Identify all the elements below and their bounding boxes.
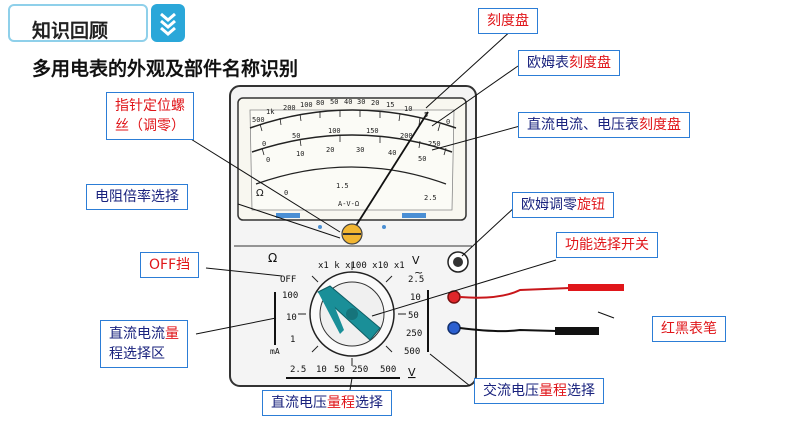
page-subtitle: 多用电表的外观及部件名称识别 [32,58,299,80]
range-10: 10 [286,313,297,323]
label-ac-voltage-text-b: 量程 [539,383,567,399]
bottom-range-50: 50 [334,365,345,375]
label-dc-voltage-text-a: 直流电压 [271,395,327,411]
bottom-scale-0: 0 [284,189,288,197]
label-dc-current-line2: 程选择区 [109,346,165,362]
bottom-v-label: V [408,366,416,379]
label-ohm-scale-text-a: 欧姆表 [527,55,569,71]
ohm-scale-1k: 1k [266,108,275,116]
bottom-scale-1-5: 1.5 [336,182,349,190]
unit-text: A-V-Ω [338,200,359,208]
ohm-scale-10: 10 [404,105,412,113]
label-dc-voltage-text-c: 选择 [355,395,383,411]
label-resistance-range-text: 电阻倍率选择 [95,189,179,205]
mid-scale-150: 150 [366,127,379,135]
bottom-scale-2-5: 2.5 [424,194,437,202]
double-chevron-down-icon[interactable] [151,4,185,42]
mid-scale-100: 100 [328,127,341,135]
mid-scale-50: 50 [292,132,300,140]
ohm-scale-30: 30 [357,98,365,106]
bottom-range-250: 250 [352,365,368,375]
label-dc-voltage-text-b: 量程 [327,395,355,411]
ohm-scale-0: 0 [446,118,450,126]
header-box: 知识回顾 [8,4,148,42]
label-dc-scale: 直流电流、电压表刻度盘 [518,112,690,138]
range-50v: 50 [408,311,419,321]
label-dc-scale-text-b: 刻度盘 [639,117,681,133]
header-title: 知识回顾 [32,20,109,42]
mid-scale-200: 200 [400,132,413,140]
display-omega-symbol: Ω [256,188,264,199]
mid-scale-0: 0 [262,140,266,148]
label-ohm-zero-text-b: 旋钮 [577,197,605,213]
black-probe [555,327,599,335]
black-jack[interactable] [447,321,461,335]
label-pointer-adjust-line1: 指针定位螺 [115,98,185,114]
range-500v: 500 [404,347,420,357]
label-ohm-zero: 欧姆调零旋钮 [512,192,614,218]
mid-scale-250: 250 [428,140,441,148]
inner-scale-50: 50 [418,155,426,163]
inner-scale-20: 20 [326,146,334,154]
ohm-scale-15: 15 [386,101,394,109]
bottom-range-10: 10 [316,365,327,375]
label-ohm-scale-text-b: 刻度盘 [569,55,611,71]
inner-scale-10: 10 [296,150,304,158]
ohm-scale-500: 500 [252,116,265,124]
inner-scale-30: 30 [356,146,364,154]
label-function-switch-text: 功能选择开关 [565,237,649,253]
ohm-scale-80: 80 [316,99,324,107]
panel-omega-symbol: Ω [268,251,277,265]
label-dc-current: 直流电流量 程选择区 [100,320,188,368]
label-ohm-zero-text-a: 欧姆调零 [521,197,577,213]
label-pointer-adjust-line2: 丝（调零） [115,118,185,134]
label-dc-current-line1a: 直流电流 [109,326,165,342]
label-function-switch: 功能选择开关 [556,232,658,258]
ac-v-label: V [412,254,420,267]
ohm-scale-5: 5 [424,111,428,119]
label-dial-plate-text: 刻度盘 [487,13,529,29]
label-off: OFF挡 [140,252,200,278]
label-resistance-range: 电阻倍率选择 [86,184,188,210]
label-pointer-adjust: 指针定位螺 丝（调零） [106,92,194,140]
label-test-leads: 红黑表笔 [652,316,726,342]
label-ac-voltage-text-c: 选择 [567,383,595,399]
red-probe [568,284,624,291]
range-1: 1 [290,335,295,345]
label-off-text: OFF挡 [149,257,191,273]
label-ohm-scale: 欧姆表刻度盘 [518,50,620,76]
ohm-scale-20: 20 [371,99,379,107]
ohm-scale-200: 200 [283,104,296,112]
bottom-range-2-5: 2.5 [290,365,306,375]
inner-scale-40: 40 [388,149,396,157]
range-2-5: 2.5 [408,275,424,285]
multiplier-text: x1 k x100 x10 x1 [318,261,405,271]
off-text: OFF [280,275,296,285]
range-10v: 10 [410,293,421,303]
ma-text: mA [270,347,280,356]
ohm-scale-50: 50 [330,98,338,106]
label-test-leads-text: 红黑表笔 [661,321,717,337]
inner-scale-0: 0 [266,156,270,164]
ac-symbol: ~ [414,266,423,279]
label-dc-voltage: 直流电压量程选择 [262,390,392,416]
ohm-scale-100: 100 [300,101,313,109]
ohm-scale-40: 40 [344,98,352,106]
label-ac-voltage-text-a: 交流电压 [483,383,539,399]
bottom-range-500: 500 [380,365,396,375]
range-100: 100 [282,291,298,301]
label-ac-voltage: 交流电压量程选择 [474,378,604,404]
label-dc-scale-text-a: 直流电流、电压表 [527,117,639,133]
label-dc-current-line1b: 量 [165,326,179,342]
label-dial-plate: 刻度盘 [478,8,538,34]
range-250v: 250 [406,329,422,339]
